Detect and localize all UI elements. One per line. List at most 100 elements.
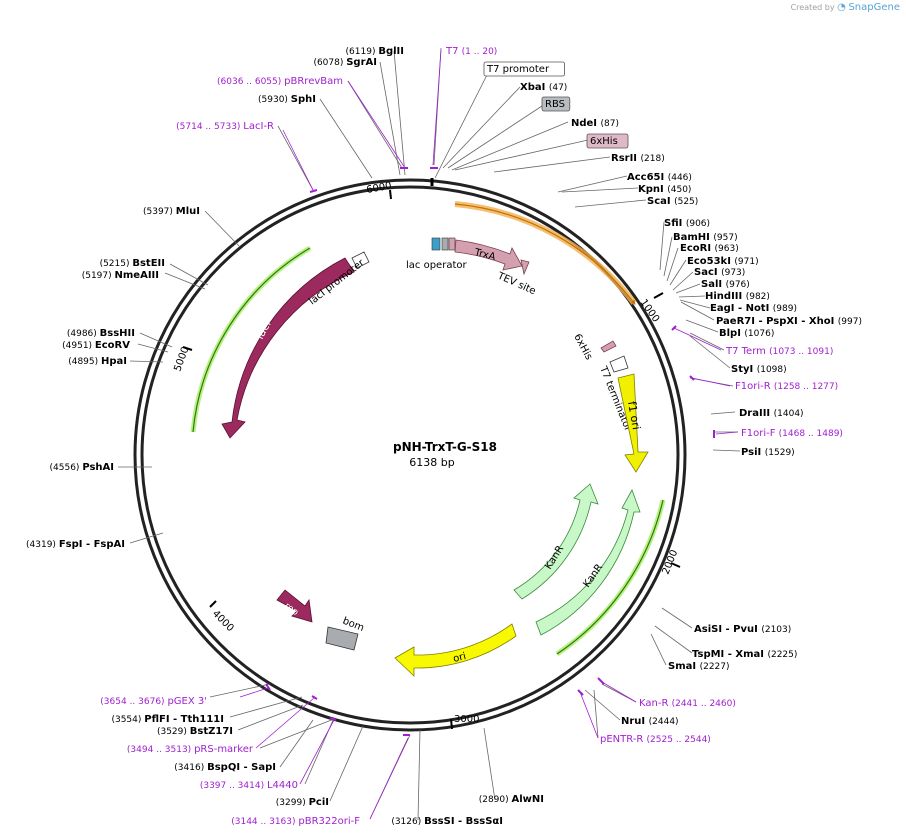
site-box-rbs xyxy=(541,96,571,112)
site-pos: (2441 .. 2460) xyxy=(672,699,736,709)
site-name: PflFI - Tth111I xyxy=(144,714,224,725)
site-label-bstz17i: (3529) BstZ17I xyxy=(157,726,233,737)
site-pos: (4951) xyxy=(62,341,95,351)
site-label-ndei: NdeI (87) xyxy=(571,118,619,129)
site-name: BglII xyxy=(378,46,404,57)
site-pos: (3554) xyxy=(111,715,144,725)
site-label-fspi-fspai: (4319) FspI - FspAI xyxy=(26,539,125,550)
site-pos: (3416) xyxy=(174,763,207,773)
site-name: pENTR-R xyxy=(600,734,647,745)
site-pos: (1258 .. 1277) xyxy=(774,382,838,392)
ori-label: ori xyxy=(452,651,467,665)
site-name: TspMI - XmaI xyxy=(692,649,767,660)
orf-arc-trxa-line xyxy=(454,203,636,305)
site-name: FspI - FspAI xyxy=(59,539,125,550)
site-name: SacI xyxy=(694,267,721,278)
site-label-pentr-r: pENTR-R (2525 .. 2544) xyxy=(600,734,711,745)
site-name: EcoRI xyxy=(680,243,715,254)
site-name: NmeAIII xyxy=(115,270,159,281)
site-name: pGEX 3' xyxy=(167,696,207,707)
site-name: T7 promoter xyxy=(486,64,550,75)
site-name: BssSI - BssSαI xyxy=(424,816,503,827)
his-tag-feature xyxy=(448,237,456,251)
primer-leaders xyxy=(239,49,739,820)
site-name: SfiI xyxy=(664,218,686,229)
snapgene-logo-icon: ◔ xyxy=(837,2,846,13)
site-box-6xhis xyxy=(586,133,629,149)
site-label-acc65i: Acc65I (446) xyxy=(627,172,692,183)
tick-label-3000: 3000 xyxy=(454,714,479,725)
tick-5000 xyxy=(182,346,193,351)
tick-2000 xyxy=(670,562,681,568)
site-label-scai: ScaI (525) xyxy=(647,196,698,207)
site-labels: (6119) BglII(6078) SgrAI(6036 .. 6055) p… xyxy=(26,46,862,827)
site-label-laci-r: (5714 .. 5733) LacI-R xyxy=(176,121,274,132)
site-label-paer7i-pspxi-xhoi: PaeR7I - PspXI - XhoI (997) xyxy=(716,316,862,327)
site-name: SphI xyxy=(291,94,316,105)
rop-feature xyxy=(276,589,313,623)
lac-operator-feature xyxy=(431,237,441,251)
tick-3000 xyxy=(450,718,453,730)
site-name: HpaI xyxy=(101,356,127,367)
site-name: PshAI xyxy=(82,462,114,473)
site-pos: (1404) xyxy=(774,409,804,419)
site-pos: (3397 .. 3414) xyxy=(200,781,267,791)
lac-operator-label: lac operator xyxy=(406,260,467,271)
ori-feature xyxy=(394,623,517,677)
site-name: BstZ17I xyxy=(190,726,233,737)
site-name: pRS-marker xyxy=(194,744,254,755)
site-pos: (5215) xyxy=(100,259,133,269)
site-name: AlwNI xyxy=(512,794,545,805)
site-label-psii: PsiI (1529) xyxy=(741,447,795,458)
site-pos: (4556) xyxy=(50,463,83,473)
site-label-saci: SacI (973) xyxy=(694,267,745,278)
site-label-xbai: XbaI (47) xyxy=(520,82,567,93)
site-label-hindiii: HindIII (982) xyxy=(705,291,770,302)
site-pos: (1468 .. 1489) xyxy=(779,429,843,439)
site-box-t7-promoter xyxy=(483,61,565,77)
site-label-t7-promoter: T7 promoter xyxy=(486,64,550,75)
site-name: KpnI xyxy=(638,184,667,195)
site-label-draiii: DraIII (1404) xyxy=(739,408,804,419)
site-pos: (450) xyxy=(667,185,691,195)
rbs-feature xyxy=(441,237,449,251)
site-label-pshai: (4556) PshAI xyxy=(50,462,114,473)
site-pos: (3529) xyxy=(157,727,190,737)
site-pos: (1 .. 20) xyxy=(462,47,498,57)
site-label-eagi-noti: EagI - NotI (989) xyxy=(710,303,797,314)
tick-6000 xyxy=(389,189,392,200)
credit-prefix: Created by xyxy=(790,3,835,12)
kanr-feature-2 xyxy=(535,489,641,636)
site-label-pcii: (3299) PciI xyxy=(276,797,329,808)
site-name: BamHI xyxy=(673,232,713,243)
site-pos: (4319) xyxy=(26,540,59,550)
site-name: LacI-R xyxy=(243,121,274,132)
site-pos: (2227) xyxy=(700,662,730,672)
site-pos: (1098) xyxy=(757,365,787,375)
site-name: AsiSI - PvuI xyxy=(694,624,761,635)
site-name: 6xHis xyxy=(590,136,618,147)
trxa-label: TrxA xyxy=(472,247,496,263)
site-pos: (5397) xyxy=(143,207,176,217)
site-label-pbrrevbam: (6036 .. 6055) pBRrevBam xyxy=(217,76,343,87)
site-name: NruI xyxy=(621,716,649,727)
site-name: BssHII xyxy=(100,328,135,339)
site-pos: (218) xyxy=(641,154,665,164)
site-name: EagI - NotI xyxy=(710,303,773,314)
f1-ori-feature xyxy=(617,373,649,473)
site-label-mlui: (5397) MluI xyxy=(143,206,200,217)
site-label-ecori: EcoRI (963) xyxy=(680,243,739,254)
site-pos: (3299) xyxy=(276,798,309,808)
site-label-kpni: KpnI (450) xyxy=(638,184,691,195)
plasmid-length: 6138 bp xyxy=(409,456,454,469)
site-label-l4440: (3397 .. 3414) L4440 xyxy=(200,780,298,791)
site-name: F1ori-R xyxy=(735,381,774,392)
site-name: SmaI xyxy=(668,661,700,672)
bom-feature xyxy=(325,626,359,651)
kanr-feature-1 xyxy=(513,483,599,600)
tick-4000 xyxy=(209,600,217,608)
his-tag-2-label: 6xHis xyxy=(571,332,594,362)
site-label-nmeaiii: (5197) NmeAIII xyxy=(82,270,159,281)
tick-label-6000: 6000 xyxy=(366,181,393,196)
site-pos: (997) xyxy=(838,317,862,327)
